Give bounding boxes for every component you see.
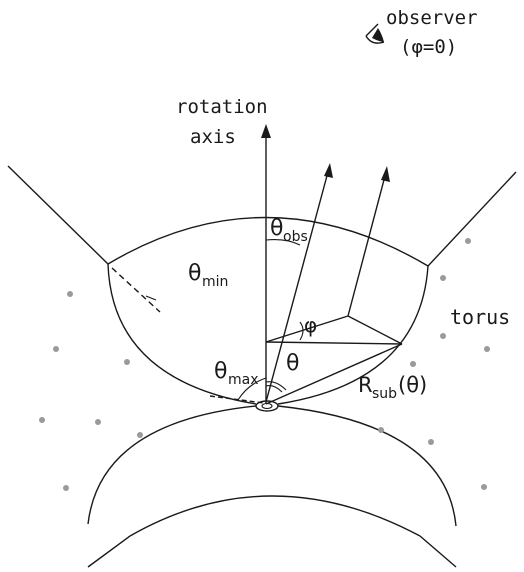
theta-obs-subscript: obs (283, 229, 308, 245)
theta-label: θ (286, 351, 299, 376)
torus-edge-lower-left (87, 535, 131, 568)
theta-obs-symbol: θ (270, 216, 283, 241)
theta-max-dashed-line (209, 395, 265, 404)
observer-ray-2-arrowhead (381, 166, 390, 182)
lower-bowl-right (277, 405, 457, 527)
dust-dot (410, 361, 416, 367)
phi-ray-line (265, 315, 349, 343)
dust-dot (428, 439, 434, 445)
funnel-right-wall (277, 265, 429, 405)
theta-min-symbol: θ (188, 261, 201, 286)
theta-min-dashed-line (111, 267, 161, 313)
dust-dot (95, 419, 101, 425)
theta-min-tick (145, 295, 157, 301)
theta-max-arc (237, 377, 267, 401)
observer-phi-label: (φ=0) (400, 36, 457, 58)
dust-dot (481, 484, 487, 490)
dust-dot (378, 427, 384, 433)
dust-dot (67, 291, 73, 297)
torus-edge-upper-left (7, 165, 109, 265)
dust-dot (440, 275, 446, 281)
funnel-top-rim (107, 216, 429, 267)
observer-ray-1-arrowhead (324, 163, 333, 178)
observer-ray-2 (347, 175, 386, 317)
eye-icon (365, 23, 385, 44)
theta-arc-outer (265, 381, 287, 391)
theta-min-subscript: min (202, 274, 228, 290)
dust-dot (137, 432, 143, 438)
rim-chord-line (347, 315, 403, 345)
r-sub-symbol: R (358, 373, 373, 397)
torus-edge-lower-right (419, 535, 457, 568)
central-source (255, 400, 279, 412)
torus-edge-upper-right (427, 171, 517, 267)
dust-dot (124, 359, 130, 365)
rotation-axis-label-line1: rotation (176, 96, 268, 118)
torus-dust-dots (39, 238, 490, 491)
dust-dot (440, 333, 446, 339)
rotation-axis-arrowhead (261, 124, 271, 138)
dust-dot (484, 346, 490, 352)
torus-label: torus (450, 305, 510, 329)
dust-dot (63, 485, 69, 491)
funnel-left-wall (107, 263, 257, 405)
theta-arc-inner (265, 385, 283, 393)
dust-dot (53, 346, 59, 352)
phi-label: φ (304, 313, 317, 337)
observer-ray-1 (265, 171, 329, 403)
dust-dot (465, 238, 471, 244)
horizontal-radius-line (265, 341, 403, 345)
r-sub-subscript: sub (372, 386, 397, 402)
theta-obs-arc (265, 239, 301, 246)
theta-max-symbol: θ (214, 359, 227, 384)
r-sub-argument: (θ) (398, 373, 427, 397)
observer-label: observer (386, 7, 478, 29)
dust-dot (39, 417, 45, 423)
rotation-axis-label-line2: axis (190, 126, 236, 148)
lower-bowl-inner (129, 495, 421, 537)
phi-arc (299, 321, 304, 341)
r-sub-line (265, 343, 403, 405)
theta-max-subscript: max (228, 372, 259, 388)
lower-bowl-left (87, 405, 257, 525)
